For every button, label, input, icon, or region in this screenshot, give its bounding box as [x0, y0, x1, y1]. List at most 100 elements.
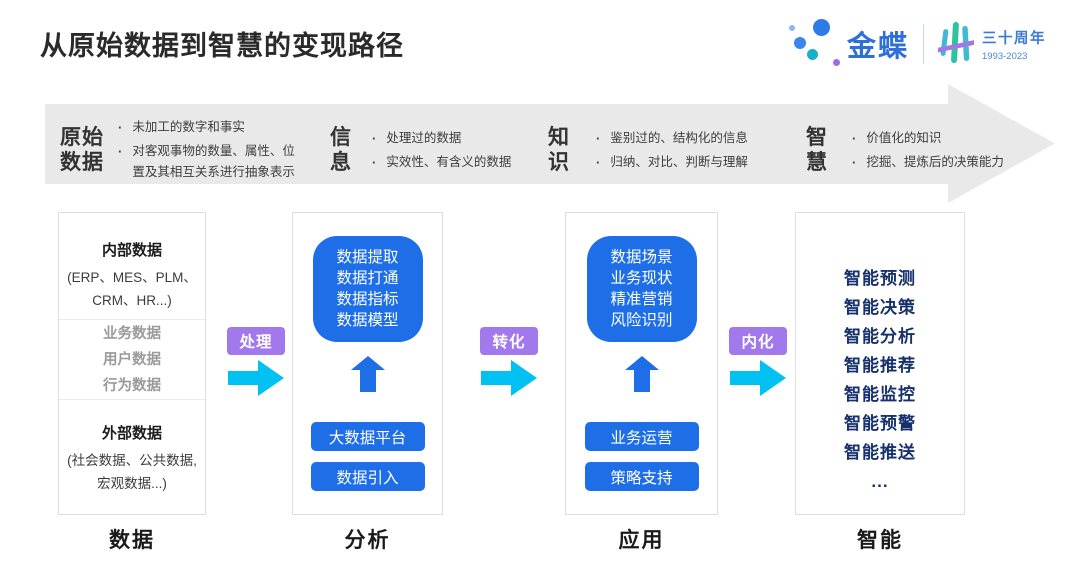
bullet-dot-icon: ·	[372, 154, 377, 170]
bullet-dot-icon: ·	[596, 154, 601, 170]
column-label-analysis: 分析	[344, 529, 391, 552]
external-data-section: 外部数据 (社会数据、公共数据, 宏观数据...)	[59, 400, 205, 514]
bullet-text: 鉴别过的、结构化的信息	[610, 130, 748, 145]
logo-dot	[806, 49, 818, 60]
intelligence-item: 智能推荐	[844, 356, 916, 375]
data-sources-box: 内部数据 (ERP、MES、PLM、 CRM、HR...) 业务数据 用户数据 …	[58, 212, 206, 515]
internalize-badge: 内化	[729, 327, 787, 355]
intelligence-item: 智能预测	[844, 269, 916, 288]
application-bubble: 数据场景 业务现状 精准营销 风险识别	[586, 236, 697, 342]
section-title: 外部数据	[101, 425, 162, 442]
intelligence-item: 智能预警	[844, 414, 916, 433]
bullet-text: 价值化的知识	[866, 130, 942, 145]
bubble-line: 业务现状	[610, 270, 673, 287]
bullet-row: · 价值化的知识	[852, 128, 1004, 149]
bullet-dot-icon: ·	[118, 144, 123, 159]
right-arrow-icon	[730, 360, 786, 396]
column-label-intelligence: 智能	[857, 529, 903, 552]
logo-divider	[923, 24, 924, 64]
bubble-line: 数据场景	[610, 249, 673, 266]
section-subtitle: (ERP、MES、PLM、 CRM、HR...)	[67, 270, 197, 308]
intelligence-item: 智能推送	[844, 443, 916, 462]
stage-information: 信 息 · 处理过的数据 · 实效性、有含义的数据	[330, 104, 511, 196]
column-label-application: 应用	[618, 529, 665, 552]
process-badge: 处理	[227, 327, 285, 355]
dikw-banner: 原始 数据 · 未加工的数字和事实 · 对客观事物的数量、属性、位置及其相互关系…	[0, 84, 1080, 216]
application-box: 数据场景 业务现状 精准营销 风险识别 业务运营 策略支持	[565, 212, 718, 515]
kingdee-logo: 金蝶 三十周年 1993-2023	[787, 16, 1046, 72]
bullet-text: 归纳、对比、判断与理解	[610, 154, 748, 169]
bubble-line: 数据提取	[336, 249, 399, 266]
bullet-row: · 挖掘、提炼后的决策能力	[852, 152, 1004, 173]
kingdee-dots-icon	[787, 18, 843, 70]
bubble-line: 数据打通	[336, 270, 399, 287]
stage-name: 信 息	[330, 126, 352, 174]
analysis-box: 数据提取 数据打通 数据指标 数据模型 大数据平台 数据引入	[292, 212, 443, 515]
logo-dot	[793, 37, 806, 49]
bullet-dot-icon: ·	[852, 130, 857, 146]
big-data-platform-tag: 大数据平台	[310, 422, 425, 451]
connector-internalize: 内化	[728, 327, 788, 396]
intelligence-item-ellipsis: ...	[871, 472, 889, 491]
data-type-item: 业务数据	[103, 325, 161, 342]
data-type-item: 用户数据	[103, 351, 161, 368]
bullet-dot-icon: ·	[372, 130, 377, 146]
data-type-item: 行为数据	[103, 377, 161, 394]
intelligence-item: 智能决策	[844, 298, 916, 317]
stage-bullets: · 价值化的知识 · 挖掘、提炼后的决策能力	[852, 125, 1004, 176]
stage-name: 原始 数据	[60, 126, 104, 174]
bullet-row: · 实效性、有含义的数据	[372, 152, 511, 173]
logo-dot	[832, 59, 840, 66]
connector-transform: 转化	[479, 327, 539, 396]
bubble-line: 数据模型	[336, 312, 399, 329]
up-arrow-icon	[624, 356, 659, 392]
bullet-row: · 未加工的数字和事实	[118, 117, 300, 138]
thirty-strokes-icon	[938, 22, 974, 63]
anniversary-years: 1993-2023	[982, 50, 1028, 62]
intelligence-list: 智能预测 智能决策 智能分析 智能推荐 智能监控 智能预警 智能推送 ...	[796, 264, 964, 496]
bullet-text: 挖掘、提炼后的决策能力	[866, 154, 1004, 169]
business-data-section: 业务数据 用户数据 行为数据	[59, 320, 205, 400]
data-import-tag: 数据引入	[310, 462, 425, 491]
section-title: 内部数据	[101, 242, 162, 259]
right-arrow-icon	[481, 360, 537, 396]
bullet-text: 对客观事物的数量、属性、位置及其相互关系进行抽象表示	[132, 144, 295, 179]
stage-name: 智 慧	[806, 126, 828, 174]
intelligence-box: 智能预测 智能决策 智能分析 智能推荐 智能监控 智能预警 智能推送 ...	[795, 212, 965, 515]
anniversary-mark: 三十周年 1993-2023	[938, 20, 1046, 68]
bullet-text: 未加工的数字和事实	[132, 120, 245, 134]
bullet-row: · 鉴别过的、结构化的信息	[596, 128, 748, 149]
business-operation-tag: 业务运营	[584, 422, 699, 451]
flow-area: 内部数据 (ERP、MES、PLM、 CRM、HR...) 业务数据 用户数据 …	[0, 212, 1080, 515]
brand-name: 金蝶	[846, 31, 909, 63]
bullet-row: · 处理过的数据	[372, 128, 511, 149]
stage-bullets: · 未加工的数字和事实 · 对客观事物的数量、属性、位置及其相互关系进行抽象表示	[118, 114, 300, 186]
stage-raw-data: 原始 数据 · 未加工的数字和事实 · 对客观事物的数量、属性、位置及其相互关系…	[60, 104, 300, 196]
transform-badge: 转化	[480, 327, 538, 355]
logo-dot	[812, 19, 830, 36]
stage-bullets: · 处理过的数据 · 实效性、有含义的数据	[372, 125, 511, 176]
bullet-row: · 归纳、对比、判断与理解	[596, 152, 748, 173]
column-label-data: 数据	[109, 529, 155, 552]
bullet-dot-icon: ·	[118, 120, 123, 135]
stage-wisdom: 智 慧 · 价值化的知识 · 挖掘、提炼后的决策能力	[806, 104, 1004, 196]
stage-knowledge: 知 识 · 鉴别过的、结构化的信息 · 归纳、对比、判断与理解	[548, 104, 748, 196]
logo-dot	[788, 25, 795, 31]
anniversary-text: 三十周年 1993-2023	[982, 27, 1046, 62]
bullet-dot-icon: ·	[852, 154, 857, 170]
intelligence-item: 智能分析	[844, 327, 916, 346]
right-arrow-banner-shape	[45, 84, 1055, 203]
analysis-bubble: 数据提取 数据打通 数据指标 数据模型	[312, 236, 423, 342]
right-arrow-icon	[228, 360, 284, 396]
stage-name: 知 识	[548, 126, 570, 174]
connector-process: 处理	[226, 327, 286, 396]
bullet-text: 处理过的数据	[386, 130, 462, 145]
anniversary-label: 三十周年	[982, 30, 1046, 47]
strategy-support-tag: 策略支持	[584, 462, 699, 491]
bubble-line: 数据指标	[336, 291, 399, 308]
bubble-line: 风险识别	[610, 312, 673, 329]
intelligence-item: 智能监控	[844, 385, 916, 404]
bullet-row: · 对客观事物的数量、属性、位置及其相互关系进行抽象表示	[118, 141, 300, 183]
bullet-dot-icon: ·	[596, 130, 601, 146]
